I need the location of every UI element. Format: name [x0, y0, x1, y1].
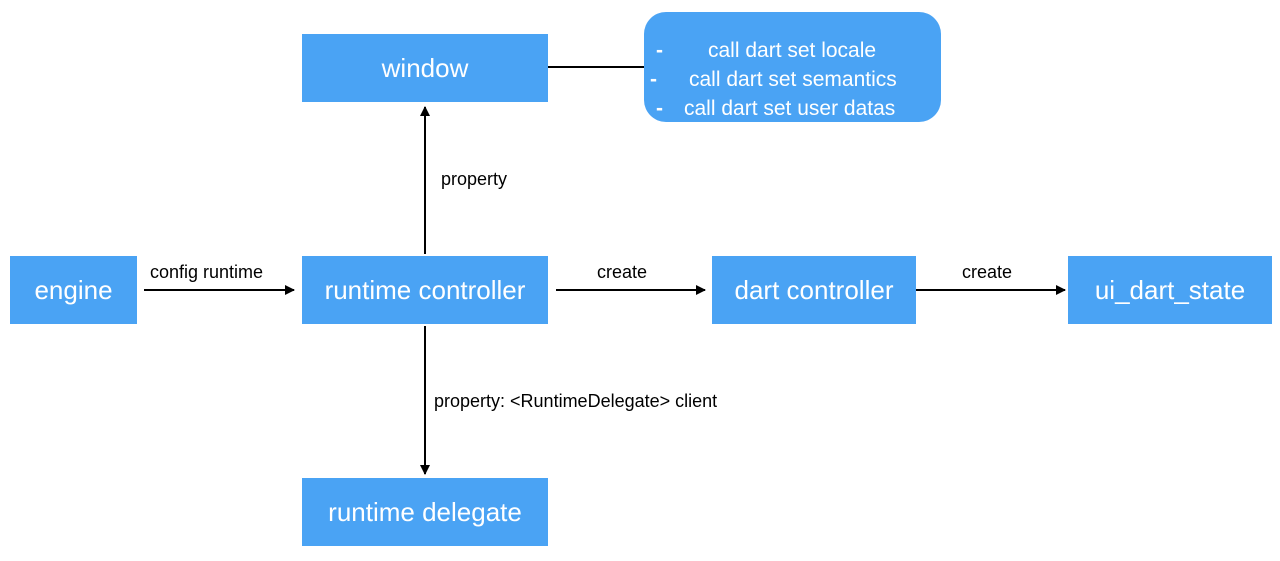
- window-note: - call dart set locale - call dart set s…: [644, 12, 941, 122]
- edge-label-create-dart: create: [597, 262, 648, 282]
- edge-label-create-ui: create: [962, 262, 1013, 282]
- note-item-text: call dart set semantics: [689, 68, 897, 91]
- note-item: - call dart set semantics: [644, 65, 941, 94]
- edge-label-client: property: <RuntimeDelegate> client: [434, 391, 718, 411]
- runtime-delegate-node: runtime delegate: [302, 478, 548, 546]
- note-item: - call dart set user datas: [644, 94, 941, 123]
- dart-controller-node: dart controller: [712, 256, 916, 324]
- note-item: - call dart set locale: [644, 36, 941, 65]
- note-item-text: call dart set user datas: [684, 97, 896, 120]
- runtime-controller-node: runtime controller: [302, 256, 548, 324]
- note-bullet: -: [656, 39, 663, 62]
- window-node: window: [302, 34, 548, 102]
- engine-node: engine: [10, 256, 137, 324]
- note-item-text: call dart set locale: [708, 39, 877, 62]
- edge-label-config-runtime: config runtime: [150, 262, 264, 282]
- edge-label-property: property: [441, 169, 508, 189]
- note-bullet: -: [650, 68, 657, 91]
- ui-dart-state-node: ui_dart_state: [1068, 256, 1272, 324]
- note-bullet: -: [656, 97, 663, 120]
